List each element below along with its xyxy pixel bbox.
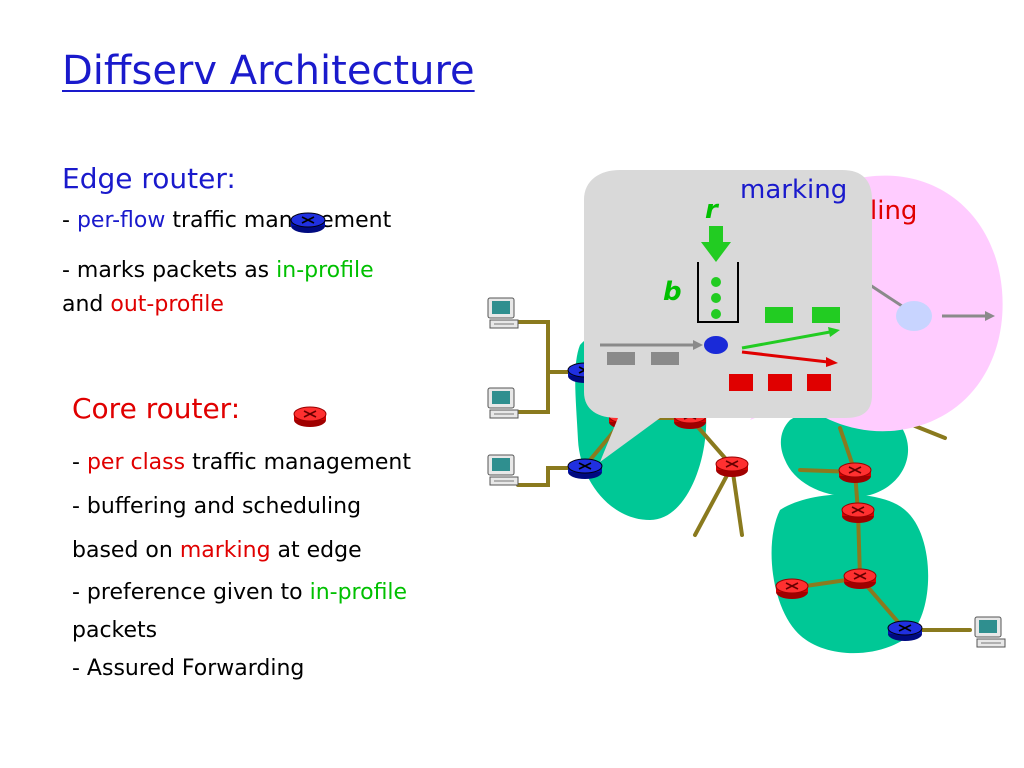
packet-icon xyxy=(607,352,635,365)
edge-line-2-in: in-profile xyxy=(276,258,374,283)
computer-icon xyxy=(487,387,519,419)
edge-line-3-pre: and xyxy=(62,292,111,317)
core-router-icon xyxy=(843,568,877,590)
core-line-4: - preference given to in-profile xyxy=(72,580,407,605)
edge-router-icon xyxy=(290,212,326,234)
core-line-3-rest: at edge xyxy=(270,538,362,563)
core-line-5: packets xyxy=(72,618,158,643)
edge-router-heading: Edge router: xyxy=(62,162,236,195)
edge-line-3: and out-profile xyxy=(62,292,224,317)
core-line-4-emph: in-profile xyxy=(309,580,408,605)
token-bucket-icon xyxy=(697,262,739,323)
packet-icon xyxy=(729,374,753,391)
page-title: Diffserv Architecture xyxy=(62,48,475,94)
core-line-1: - per class traffic management xyxy=(72,450,411,475)
edge-line-1-dash: - xyxy=(62,208,77,233)
scheduling-label-partial: ling xyxy=(870,196,917,226)
core-line-2: - buffering and scheduling xyxy=(72,494,362,519)
edge-line-2: - marks packets as in-profile xyxy=(62,258,374,283)
computer-icon xyxy=(487,454,519,486)
marking-label: marking xyxy=(740,175,847,205)
core-line-6: - Assured Forwarding xyxy=(72,656,305,681)
packet-icon xyxy=(812,307,840,323)
scheduler-node xyxy=(896,301,932,331)
marker-node xyxy=(704,336,728,354)
rate-label: r xyxy=(705,195,720,225)
core-router-icon xyxy=(715,456,749,478)
core-line-3-pre: based on xyxy=(72,538,180,563)
edge-line-1: - per-flow traffic management xyxy=(62,208,391,233)
computer-icon xyxy=(974,616,1006,648)
computer-icon xyxy=(487,297,519,329)
packet-icon xyxy=(768,374,792,391)
packet-icon xyxy=(765,307,793,323)
core-line-4-pre: - preference given to xyxy=(72,580,310,605)
core-router-icon xyxy=(838,462,872,484)
bucket-label: b xyxy=(663,277,682,307)
core-router-icon xyxy=(841,502,875,524)
token-arrow-icon xyxy=(701,242,731,262)
edge-line-1-rest: traffic management xyxy=(165,208,392,233)
edge-line-3-out: out-profile xyxy=(110,292,224,317)
packet-icon xyxy=(651,352,679,365)
core-line-3-emph: marking xyxy=(179,538,271,563)
core-line-1-emph: per class xyxy=(86,450,186,475)
packet-icon xyxy=(807,374,831,391)
core-router-heading: Core router: xyxy=(72,392,241,425)
edge-router-icon xyxy=(567,458,603,480)
core-line-1-dash: - xyxy=(72,450,87,475)
core-router-icon xyxy=(775,578,809,600)
edge-router-icon xyxy=(887,620,923,642)
core-router-icon xyxy=(293,406,327,428)
edge-line-2-pre: - marks packets as xyxy=(62,258,277,283)
core-line-3: based on marking at edge xyxy=(72,538,362,563)
edge-line-1-emph: per-flow xyxy=(76,208,166,233)
marking-bubble xyxy=(584,170,872,462)
core-line-1-rest: traffic management xyxy=(185,450,411,475)
